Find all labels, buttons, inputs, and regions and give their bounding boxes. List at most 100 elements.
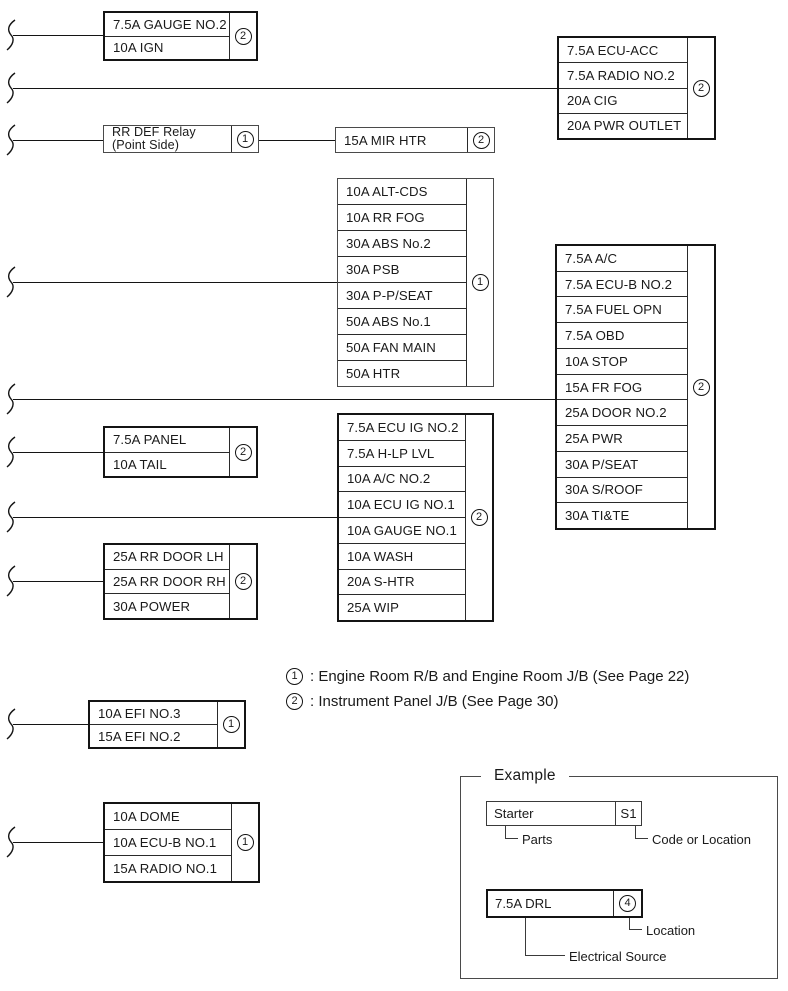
fuse-labels: 10A DOME 10A ECU-B NO.1 15A RADIO NO.1: [105, 804, 231, 881]
wire-line: [13, 88, 557, 89]
circled-number-icon: 2: [470, 509, 488, 526]
fuse-row: 10A TAIL: [113, 456, 167, 472]
circled-number-icon: 1: [236, 130, 254, 148]
location-symbol-col: 2: [687, 38, 714, 138]
fuse-labels: 7.5A A/C 7.5A ECU-B NO.2 7.5A FUEL OPN 7…: [557, 246, 687, 528]
wire-line: [13, 399, 555, 400]
fuse-row: 10A WASH: [339, 544, 465, 570]
callout-location: Location: [646, 923, 696, 938]
circled-number-icon: 1: [471, 274, 489, 291]
wire-break-icon: [6, 708, 16, 740]
circled-number-icon: 2: [234, 573, 252, 590]
fuse-row: 7.5A H-LP LVL: [339, 441, 465, 467]
fuse-row: 15A RADIO NO.1: [113, 861, 218, 876]
circled-number-icon: 2: [286, 693, 303, 710]
fuse-row: 30A POWER: [113, 598, 191, 614]
example-source-box: 7.5A DRL 4: [486, 889, 643, 918]
fuse-row: 25A DOOR NO.2: [557, 400, 687, 427]
fuse-row: 30A ABS No.2: [338, 231, 466, 257]
fuse-row: 20A CIG: [559, 89, 687, 114]
wire-break-icon: [6, 436, 16, 468]
fuse-labels: 10A EFI NO.3 15A EFI NO.2: [90, 702, 217, 747]
fuse-row: 10A EFI NO.3: [90, 702, 217, 725]
fuse-row: 25A PWR: [557, 426, 687, 452]
fuse-row: 10A RR FOG: [338, 205, 466, 231]
fuse-row: 10A ECU-B NO.1: [105, 830, 231, 856]
location-symbol-col: 2: [229, 428, 256, 476]
fuse-row: 7.5A ECU-ACC: [559, 38, 687, 64]
location-symbol-col: 1: [217, 702, 244, 747]
wire-line: [13, 452, 103, 453]
legend-text: : Engine Room R/B and Engine Room J/B (S…: [310, 668, 690, 685]
location-symbol-col: 1: [231, 126, 258, 152]
fuse-row: 7.5A PANEL: [105, 428, 229, 453]
fuse-row: 10A ALT-CDS: [338, 179, 466, 205]
callout-code-or-location: Code or Location: [652, 832, 752, 847]
fuse-row: 7.5A ECU IG NO.2: [339, 415, 465, 441]
circled-number-icon: 2: [234, 443, 252, 461]
wire-break-icon: [6, 565, 16, 597]
fuse-row: 30A S/ROOF: [557, 478, 687, 504]
example-panel: Example Starter S1 Parts Code or Locatio…: [460, 767, 778, 979]
wire-line: [259, 140, 335, 141]
circled-number-icon: 4: [619, 895, 636, 912]
fuse-row: 25A WIP: [347, 600, 400, 616]
fusebox-dome-group: 10A DOME 10A ECU-B NO.1 15A RADIO NO.1 1: [103, 802, 260, 883]
legend-text: : Instrument Panel J/B (See Page 30): [310, 693, 559, 710]
wire-line: [13, 35, 103, 36]
wire-break-icon: [6, 383, 16, 415]
fuse-row: 7.5A A/C: [557, 246, 687, 272]
fuse-row: 10A A/C NO.2: [339, 467, 465, 493]
fuse-labels: 10A ALT-CDS 10A RR FOG 30A ABS No.2 30A …: [338, 179, 466, 386]
location-symbol-col: 1: [466, 179, 493, 386]
fuse-row: 10A GAUGE NO.1: [339, 518, 465, 544]
fusebox-efi: 10A EFI NO.3 15A EFI NO.2 1: [88, 700, 246, 749]
wire-line: [13, 581, 103, 582]
wire-line: [13, 517, 337, 518]
relay-note: (Point Side): [112, 138, 179, 152]
wire-line: [13, 842, 103, 843]
fuse-row: 15A FR FOG: [557, 375, 687, 401]
callout-elbow: [525, 918, 565, 956]
fuse-labels: 7.5A GAUGE NO.2 10A IGN: [105, 13, 229, 59]
circled-number-icon: 2: [472, 131, 490, 149]
fuse-row: 10A ECU IG NO.1: [339, 492, 465, 518]
circled-number-icon: 2: [692, 79, 710, 97]
callout-elbow: [629, 918, 642, 930]
wire-line: [13, 140, 103, 141]
fuse-row: 20A PWR OUTLET: [567, 118, 682, 134]
fusebox-acc-group: 7.5A ECU-ACC 7.5A RADIO NO.2 20A CIG 20A…: [557, 36, 716, 140]
fusebox-panel-tail: 7.5A PANEL 10A TAIL 2: [103, 426, 258, 478]
fuse-row: 50A HTR: [346, 366, 401, 381]
fuse-labels: 25A RR DOOR LH 25A RR DOOR RH 30A POWER: [105, 545, 229, 618]
code-cell: S1: [615, 802, 641, 825]
location-symbol-col: 2: [229, 545, 256, 618]
fuse-row: 7.5A RADIO NO.2: [559, 63, 687, 89]
fuse-row: 7.5A GAUGE NO.2: [105, 13, 229, 37]
fuse-row: 15A EFI NO.2: [98, 728, 181, 744]
source-label: 7.5A DRL: [495, 896, 552, 911]
fuse-row: 7.5A OBD: [557, 323, 687, 349]
wire-break-icon: [6, 826, 16, 858]
location-symbol-col: 2: [687, 246, 714, 528]
fuse-row: 10A DOME: [105, 804, 231, 830]
legend-item-engine-room: 1 : Engine Room R/B and Engine Room J/B …: [286, 668, 689, 685]
fuse-row: 15A MIR HTR: [344, 132, 427, 148]
parts-label: Starter: [494, 806, 534, 821]
fuse-row: 20A S-HTR: [339, 570, 465, 596]
location-symbol-col: 4: [613, 891, 641, 916]
fuse-labels: 7.5A ECU IG NO.2 7.5A H-LP LVL 10A A/C N…: [339, 415, 465, 620]
wire-break-icon: [6, 501, 16, 533]
fuse-row: 25A RR DOOR RH: [105, 570, 229, 595]
wire-line: [13, 282, 337, 283]
fuse-labels: 7.5A ECU-ACC 7.5A RADIO NO.2 20A CIG 20A…: [559, 38, 687, 138]
fuse-labels: 7.5A PANEL 10A TAIL: [105, 428, 229, 476]
fuse-labels: RR DEF Relay (Point Side): [104, 126, 231, 152]
wire-break-icon: [6, 266, 16, 298]
circled-number-icon: 2: [692, 378, 710, 396]
callout-parts: Parts: [522, 832, 553, 847]
fusebox-rr-def-relay: RR DEF Relay (Point Side) 1: [103, 125, 259, 153]
circled-number-icon: 1: [236, 834, 254, 851]
location-symbol-col: 2: [467, 128, 494, 152]
